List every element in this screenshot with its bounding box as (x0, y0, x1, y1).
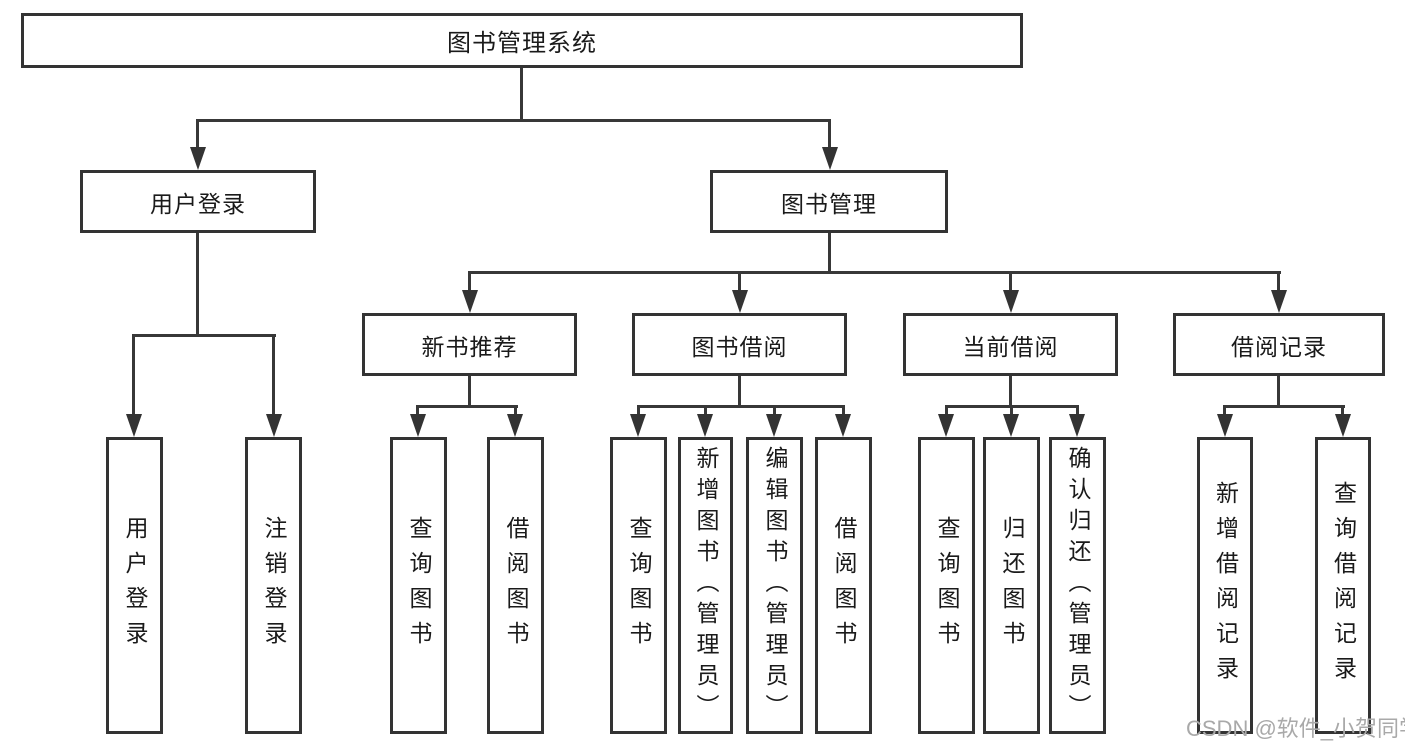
connector-stub (1076, 405, 1079, 417)
node-new-book-recommendation: 新书推荐 (362, 313, 577, 376)
leaf-label: 注销登录 (261, 515, 287, 656)
connector-book-management-stem (828, 233, 831, 274)
arrowhead-leaf (1069, 414, 1085, 437)
connector-book-borrow-stem (738, 376, 741, 407)
connector-new-book-stem (468, 376, 471, 407)
node-label: 用户登录 (150, 190, 246, 217)
leaf-return-books: 归还图书 (983, 437, 1040, 734)
leaf-borrow-books-recommend: 借阅图书 (487, 437, 544, 734)
connector-drop-new-book (468, 271, 471, 293)
node-user-login: 用户登录 (80, 170, 316, 233)
connector-drop-leaf-logout (272, 334, 275, 416)
arrowhead-leaf (1003, 414, 1019, 437)
connector-stub (773, 405, 776, 417)
leaf-add-borrow-record: 新增借阅记录 (1197, 437, 1253, 734)
connector-stub (514, 405, 517, 417)
csdn-watermark: CSDN @软件_小贺同学 (1186, 716, 1405, 741)
node-label: 图书管理系统 (447, 30, 597, 57)
arrowhead-leaf (766, 414, 782, 437)
leaf-label: 新增借阅记录 (1212, 480, 1239, 691)
node-label: 当前借阅 (962, 333, 1059, 360)
leaf-query-books-borrowing: 查询图书 (610, 437, 667, 734)
connector-borrow-records-rail (1223, 405, 1345, 408)
arrowhead-leaf (697, 414, 713, 437)
node-label: 借阅记录 (1231, 333, 1327, 360)
arrowhead-borrow-records (1271, 290, 1287, 313)
connector-borrow-records-stem (1277, 376, 1280, 407)
arrowhead-current-borrow (1003, 290, 1019, 313)
node-label: 新书推荐 (421, 333, 518, 360)
leaf-confirm-return-admin: 确认归还（管理员） (1049, 437, 1106, 734)
leaf-label: 用户登录 (122, 515, 148, 656)
connector-stub (1223, 405, 1226, 417)
connector-book-management-rail (468, 271, 1281, 274)
connector-drop-current-borrow (1009, 271, 1012, 293)
arrowhead-leaf-logout (266, 414, 282, 437)
connector-stub (842, 405, 845, 417)
arrowhead-leaf (507, 414, 523, 437)
leaf-query-books-current: 查询图书 (918, 437, 975, 734)
connector-drop-leaf-login (132, 334, 135, 416)
leaf-edit-books-admin: 编辑图书（管理员） (746, 437, 803, 734)
leaf-label: 查询借阅记录 (1330, 480, 1357, 691)
connector-stub (1010, 405, 1013, 417)
node-library-management-system: 图书管理系统 (21, 13, 1023, 68)
leaf-label: 编辑图书（管理员） (762, 446, 788, 725)
leaf-label: 查询图书 (626, 515, 652, 656)
leaf-query-books-recommend: 查询图书 (390, 437, 447, 734)
connector-drop-borrow-records (1277, 271, 1280, 293)
leaf-label: 新增图书（管理员） (693, 446, 719, 725)
connector-drop-book-management (828, 119, 831, 150)
connector-user-login-rail (132, 334, 276, 337)
connector-stub (1341, 405, 1344, 417)
connector-drop-user-login (196, 119, 199, 150)
connector-root-rail (196, 119, 831, 122)
arrowhead-leaf-login (126, 414, 142, 437)
leaf-user-login: 用户登录 (106, 437, 163, 734)
connector-stub (704, 405, 707, 417)
arrowhead-leaf (1217, 414, 1233, 437)
connector-book-borrow-rail (637, 405, 845, 408)
arrowhead-book-management (822, 147, 838, 170)
arrowhead-leaf (835, 414, 851, 437)
node-book-borrowing: 图书借阅 (632, 313, 847, 376)
node-borrowing-records: 借阅记录 (1173, 313, 1385, 376)
leaf-label: 归还图书 (999, 515, 1025, 656)
arrowhead-leaf (630, 414, 646, 437)
arrowhead-leaf (1335, 414, 1351, 437)
connector-user-login-stem (196, 233, 199, 337)
connector-stub (416, 405, 419, 417)
node-current-borrowing: 当前借阅 (903, 313, 1118, 376)
connector-current-borrow-stem (1009, 376, 1012, 407)
arrowhead-new-book (462, 290, 478, 313)
leaf-label: 查询图书 (406, 515, 432, 656)
node-book-management: 图书管理 (710, 170, 948, 233)
leaf-label: 确认归还（管理员） (1065, 446, 1091, 725)
leaf-label: 查询图书 (934, 515, 960, 656)
arrowhead-leaf (410, 414, 426, 437)
arrowhead-user-login (190, 147, 206, 170)
node-label: 图书借阅 (691, 333, 788, 360)
connector-drop-book-borrow (738, 271, 741, 293)
arrowhead-book-borrow (732, 290, 748, 313)
leaf-add-books-admin: 新增图书（管理员） (678, 437, 733, 734)
connector-root-stem (520, 68, 523, 121)
connector-new-book-rail (416, 405, 518, 408)
leaf-label: 借阅图书 (831, 515, 857, 656)
leaf-query-borrow-record: 查询借阅记录 (1315, 437, 1371, 734)
connector-stub (637, 405, 640, 417)
leaf-label: 借阅图书 (503, 515, 529, 656)
leaf-logout: 注销登录 (245, 437, 302, 734)
leaf-borrow-books-borrowing: 借阅图书 (815, 437, 872, 734)
node-label: 图书管理 (781, 190, 877, 217)
arrowhead-leaf (938, 414, 954, 437)
connector-stub (945, 405, 948, 417)
